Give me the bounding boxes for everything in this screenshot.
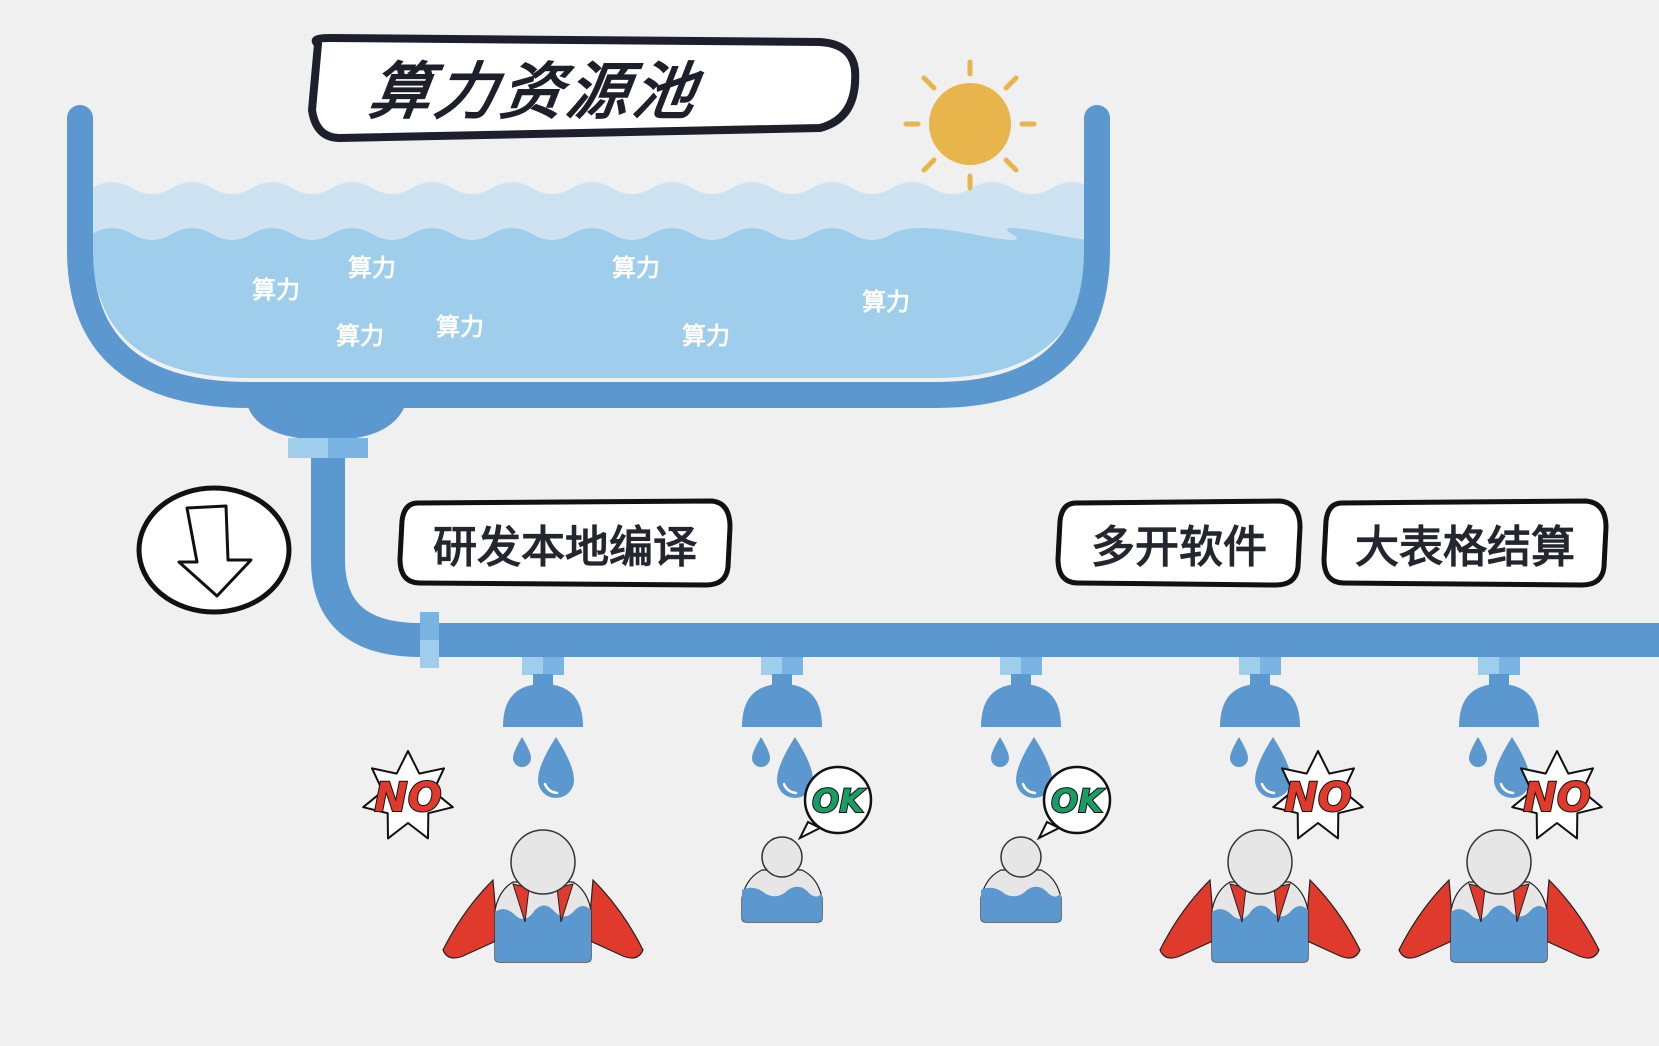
pool-label: 算力 (862, 288, 910, 316)
no-badge-icon: NO (362, 750, 454, 840)
shower-joint (1021, 657, 1042, 675)
shower-joint (782, 657, 803, 675)
pool-label: 算力 (336, 322, 384, 350)
water-drop-icon (777, 737, 813, 798)
water-drop-icon (752, 737, 770, 767)
pool-water (92, 228, 1097, 378)
no-badge-icon: NO (1272, 750, 1364, 840)
pool-label: 算力 (612, 254, 660, 282)
water-drop-icon (538, 737, 574, 798)
main-pipe (311, 458, 1659, 657)
water-drop-icon (1016, 737, 1052, 798)
pool-label: 算力 (682, 322, 730, 350)
station: OK (980, 657, 1112, 923)
water-drop-icon (1255, 737, 1291, 798)
elbow-joint-top (420, 612, 439, 640)
arrow-down-icon (136, 485, 292, 615)
sun-icon (903, 59, 1037, 191)
shower-joint (1239, 657, 1260, 675)
user-icon (442, 829, 644, 963)
user-icon (741, 836, 823, 923)
pool-label: 算力 (252, 276, 300, 304)
shower-joint (1478, 657, 1499, 675)
shower-joint (522, 657, 543, 675)
status-badge: OK (1051, 782, 1105, 820)
pool-label: 算力 (436, 313, 484, 341)
tag-multi-software: 多开软件 (1054, 497, 1304, 589)
tag-label: 大表格结算 (1355, 522, 1575, 573)
water-drop-icon (513, 737, 531, 767)
station: NO (362, 657, 644, 963)
station: NO (1398, 657, 1603, 963)
ok-badge-icon: OK (1036, 765, 1112, 841)
tag-big-spreadsheet: 大表格结算 (1320, 497, 1610, 589)
status-badge: NO (374, 775, 441, 821)
status-badge: NO (1523, 775, 1590, 821)
shower-joint (761, 657, 782, 675)
water-drop-icon (1230, 737, 1248, 767)
tag-label: 多开软件 (1091, 522, 1267, 573)
shower-joint (1260, 657, 1281, 675)
elbow-joint-bottom (420, 640, 439, 668)
shower-head-icon (742, 674, 822, 727)
shower-head-icon (1459, 674, 1539, 727)
title-banner: 算力资源池 (300, 30, 860, 142)
tag-dev-compile: 研发本地编译 (396, 497, 734, 589)
shower-head-icon (503, 674, 583, 727)
water-drop-icon (991, 737, 1009, 767)
user-icon (1398, 829, 1600, 963)
tag-label: 研发本地编译 (433, 522, 697, 573)
station: NO (1159, 657, 1364, 963)
pool-drain (245, 395, 408, 440)
water-drop-icon (1469, 737, 1487, 767)
status-badge: OK (812, 782, 866, 820)
shower-head-icon (1220, 674, 1300, 727)
drain-joint-right (328, 438, 368, 458)
pool-vessel (67, 105, 1110, 408)
pool-water-surface (92, 182, 1092, 240)
pool-label: 算力 (348, 254, 396, 282)
drain-joint-left (288, 438, 328, 458)
shower-head-icon (981, 674, 1061, 727)
user-icon (1159, 829, 1361, 963)
no-badge-icon: NO (1511, 750, 1603, 840)
ok-badge-icon: OK (797, 765, 873, 841)
station: OK (741, 657, 873, 923)
status-badge: NO (1284, 775, 1351, 821)
shower-joint (543, 657, 564, 675)
shower-joint (1000, 657, 1021, 675)
shower-joint (1499, 657, 1520, 675)
water-drop-icon (1494, 737, 1530, 798)
user-icon (980, 836, 1062, 923)
